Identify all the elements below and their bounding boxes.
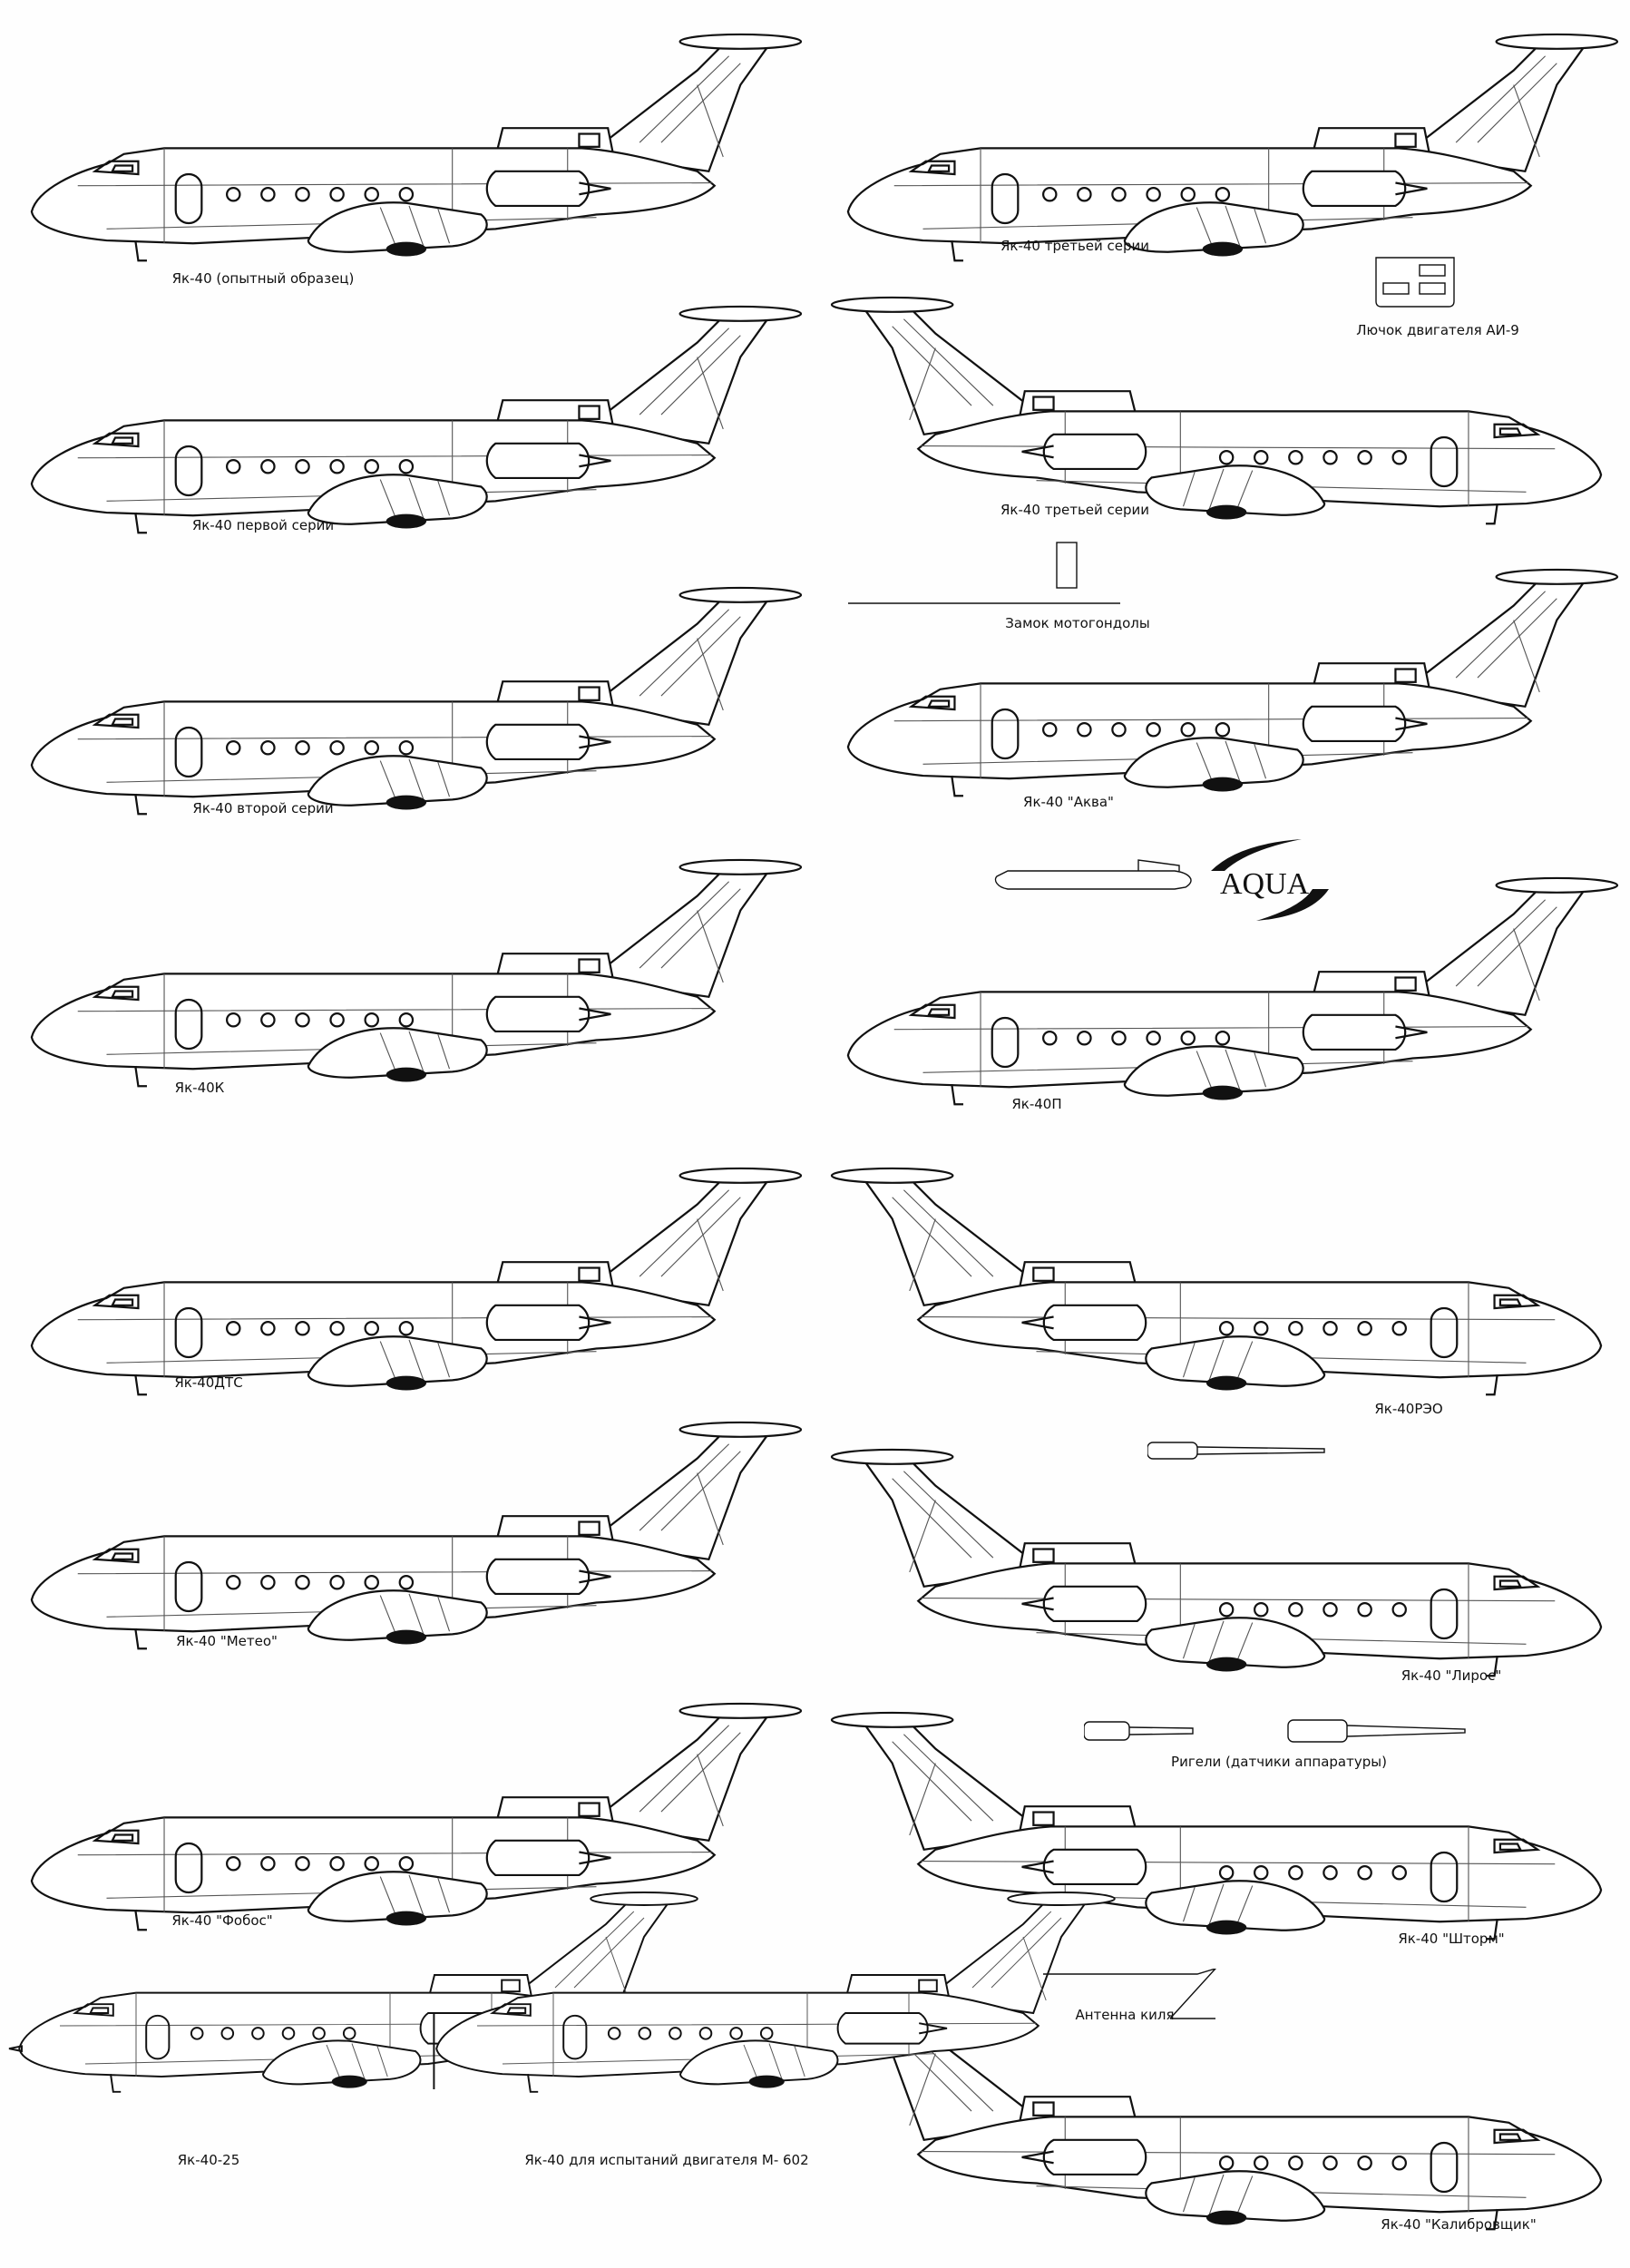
nacelle-lock-drawing xyxy=(848,535,1138,611)
aircraft-yak40dts xyxy=(30,1167,803,1396)
aircraft-yak40-25-front xyxy=(8,1892,698,2093)
aqua-pod-drawing xyxy=(993,853,1202,911)
ai9-hatch-drawing xyxy=(1374,254,1456,312)
caption-fobos: Як-40 "Фобос" xyxy=(171,1912,273,1929)
caption-fin-antenna: Антенна киля xyxy=(1075,2007,1175,2023)
aqua-logo-text: AQUA xyxy=(1220,867,1310,901)
aircraft-yak40k xyxy=(30,858,803,1088)
aqua-logo: AQUA xyxy=(1202,839,1338,924)
caption-series3-b: Як-40 третьей серии xyxy=(1000,502,1150,518)
caption-liros: Як-40 "Лирос" xyxy=(1401,1667,1502,1684)
caption-yak40k: Як-40К xyxy=(174,1080,225,1096)
aircraft-yak40reo xyxy=(830,1167,1603,1396)
caption-series2: Як-40 второй серии xyxy=(192,800,334,816)
aircraft-meteo xyxy=(30,1421,803,1650)
caption-prototype: Як-40 (опытный образец) xyxy=(171,270,355,287)
caption-shtorm: Як-40 "Шторм" xyxy=(1398,1931,1505,1947)
caption-series3-a: Як-40 третьей серии xyxy=(1000,238,1150,254)
caption-aqua: Як-40 "Аква" xyxy=(1023,794,1114,810)
aircraft-series3-a xyxy=(846,33,1619,262)
aircraft-prototype xyxy=(30,33,803,262)
fin-antenna-drawing xyxy=(1043,1967,1225,2027)
aircraft-m602-front xyxy=(433,1892,1116,2093)
rigel-sensor-drawing xyxy=(1083,1715,1474,1755)
aircraft-series1 xyxy=(30,305,803,534)
caption-ai9-hatch: Лючок двигателя АИ-9 xyxy=(1356,322,1519,338)
caption-m602: Як-40 для испытаний двигателя М- 602 xyxy=(524,2152,809,2168)
caption-yak40p: Як-40П xyxy=(1011,1096,1062,1112)
aircraft-series2 xyxy=(30,586,803,816)
caption-nacelle-lock: Замок мотогондолы xyxy=(1005,615,1150,631)
caption-yak40dts: Як-40ДТС xyxy=(174,1374,243,1391)
caption-yak40reo: Як-40РЭО xyxy=(1374,1401,1443,1417)
caption-yak40-25: Як-40-25 xyxy=(177,2152,240,2168)
caption-kalibrovshchik: Як-40 "Калибровщик" xyxy=(1381,2216,1537,2233)
antenna-probe-drawing xyxy=(1147,1433,1329,1473)
caption-rigels: Ригели (датчики аппаратуры) xyxy=(1171,1754,1387,1770)
aircraft-fobos xyxy=(30,1702,803,1931)
caption-series1: Як-40 первой серии xyxy=(191,517,335,533)
aircraft-liros xyxy=(830,1448,1603,1677)
caption-meteo: Як-40 "Метео" xyxy=(176,1633,278,1649)
